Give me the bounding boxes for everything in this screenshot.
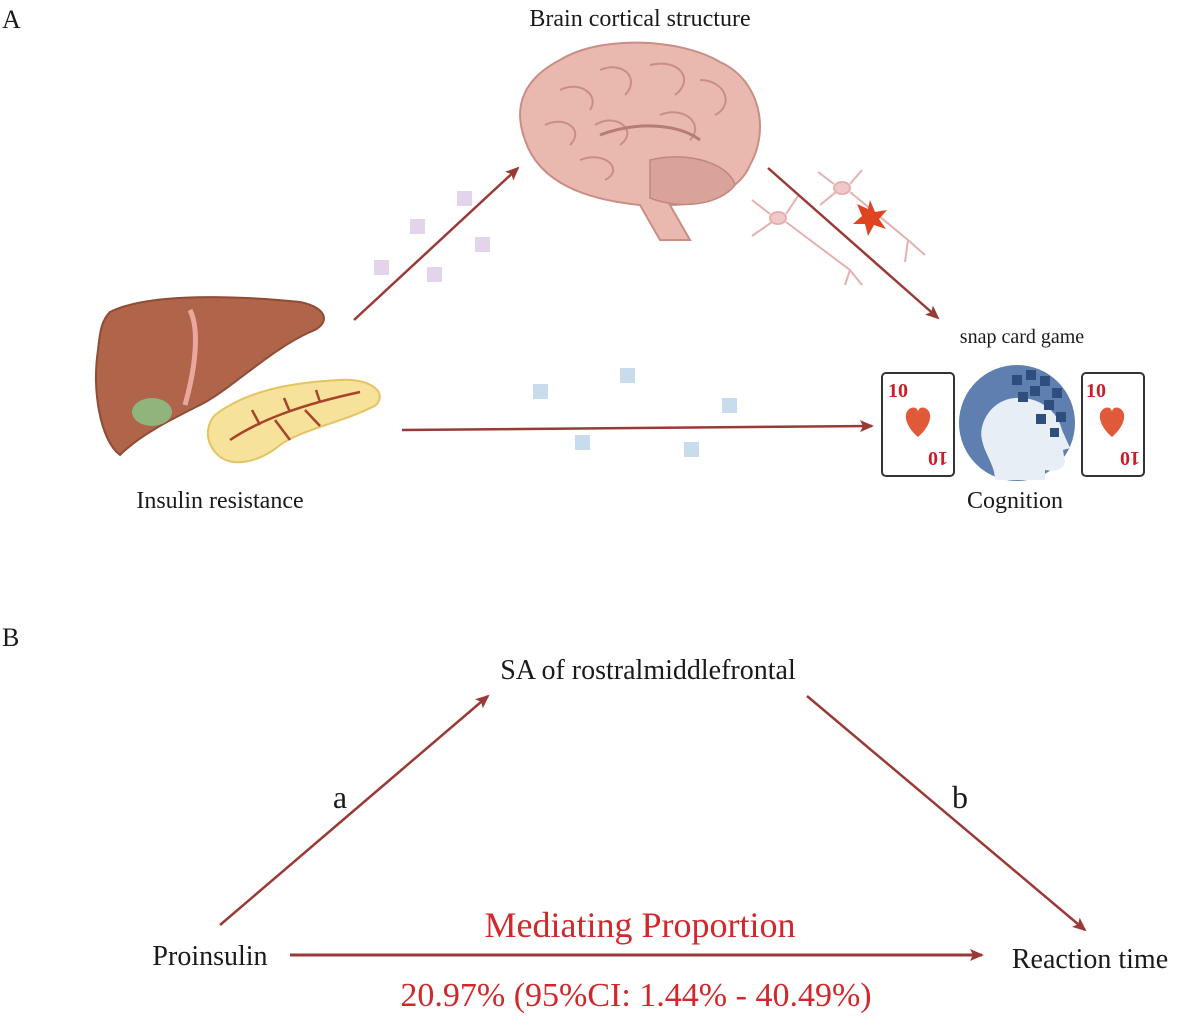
card-rank-top: 10 <box>1086 380 1106 402</box>
head-puzzle-icon <box>959 365 1075 481</box>
panel-b-label: B <box>2 623 19 652</box>
cognition-label: Cognition <box>967 488 1063 514</box>
arrow-path-b <box>806 695 1087 932</box>
mediation-value: 20.97% (95%CI: 1.44% - 40.49%) <box>400 977 871 1014</box>
path-b-label: b <box>952 779 968 815</box>
playing-card-left: 10 10 <box>881 372 955 477</box>
brain-icon <box>519 41 761 241</box>
heart-icon <box>905 407 931 437</box>
mediation-title: Mediating Proportion <box>485 905 796 945</box>
path-a-label: a <box>333 779 347 815</box>
playing-card-right: 10 10 <box>1081 372 1145 477</box>
arrow-insulin-to-cognition <box>401 420 874 433</box>
pancreas-icon <box>206 378 381 464</box>
insulin-resistance-label: Insulin resistance <box>136 488 303 514</box>
arrow-brain-to-cognition <box>767 167 940 320</box>
purple-squares <box>374 191 490 282</box>
blue-squares <box>533 368 737 457</box>
card-rank-bottom: 10 <box>928 447 948 469</box>
card-rank-top: 10 <box>888 380 908 402</box>
arrow-insulin-to-brain <box>353 166 520 321</box>
card-rank-bottom: 10 <box>1120 447 1140 469</box>
exposure-label: Proinsulin <box>152 941 267 972</box>
panel-a-label: A <box>2 5 21 34</box>
neuron-icon <box>751 169 926 286</box>
heart-icon <box>1099 407 1125 437</box>
liver-icon <box>95 296 325 457</box>
game-label: snap card game <box>960 326 1085 348</box>
outcome-label: Reaction time <box>1012 944 1168 975</box>
spark-icon <box>853 200 887 236</box>
brain-title: Brain cortical structure <box>529 6 750 32</box>
mediator-label: SA of rostralmiddlefrontal <box>500 655 796 686</box>
arrow-path-a <box>219 694 490 926</box>
